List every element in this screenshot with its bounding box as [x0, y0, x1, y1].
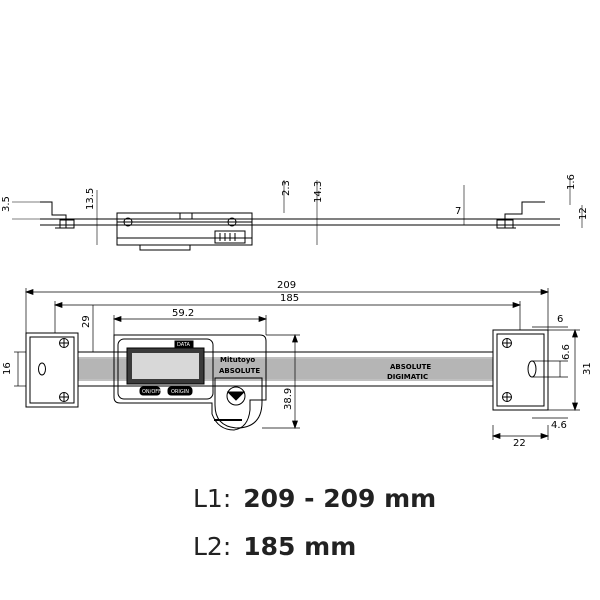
front-view-dimension-text: 209 185 59.2 29 16 38.9 6 6.6 31 4.6 22 [2, 280, 593, 449]
dim-13-5: 13.5 [85, 188, 96, 210]
front-view [25, 329, 549, 431]
spec-l1-value: 209 - 209 mm [243, 484, 437, 513]
spec-l1: L1: 209 - 209 mm [193, 484, 436, 513]
spec-l2-value: 185 mm [243, 532, 357, 561]
spec-l1-label: L1: [193, 484, 232, 513]
side-view [12, 178, 583, 251]
side-view-dimension-text: 3.5 13.5 2.3 14.3 7 1.6 12 [1, 174, 589, 220]
absolute-label-scale: ABSOLUTE [390, 363, 431, 371]
brand-logo-text: Mitutoyo [220, 356, 255, 364]
dim-right-4-6: 4.6 [551, 420, 567, 431]
top-button-label: DATA [177, 342, 190, 348]
dim-right-31: 31 [582, 362, 593, 375]
dim-12: 12 [578, 207, 589, 220]
dim-7: 7 [455, 206, 461, 217]
button-left-label: ON/OFF [142, 389, 161, 395]
dim-3-5: 3.5 [1, 196, 12, 212]
dim-body-height: 38.9 [283, 388, 294, 410]
dim-14-3: 14.3 [313, 181, 324, 203]
dim-right-6: 6 [557, 314, 563, 325]
dim-mount-height: 16 [2, 362, 13, 375]
dimension-lines [14, 288, 580, 440]
spec-l2-label: L2: [193, 532, 232, 561]
dim-1-6: 1.6 [566, 174, 577, 190]
dim-overall-length: 209 [277, 280, 296, 291]
button-right-label: ORIGIN [171, 389, 189, 395]
technical-drawing: 3.5 13.5 2.3 14.3 7 1.6 12 209 185 59.2 … [1, 174, 593, 449]
absolute-label-display: ABSOLUTE [219, 367, 260, 375]
dim-scale-length: 185 [280, 293, 299, 304]
digimatic-label-scale: DIGIMATIC [387, 373, 428, 381]
dim-offset-top: 29 [81, 315, 92, 328]
dim-2-3: 2.3 [281, 180, 292, 196]
spec-l2: L2: 185 mm [193, 532, 356, 561]
dim-body-width: 59.2 [172, 308, 194, 319]
dim-right-6-6: 6.6 [561, 344, 572, 360]
dim-right-22: 22 [513, 438, 526, 449]
device-labels: Mitutoyo ABSOLUTE DATA ON/OFF ORIGIN ABS… [142, 342, 431, 395]
